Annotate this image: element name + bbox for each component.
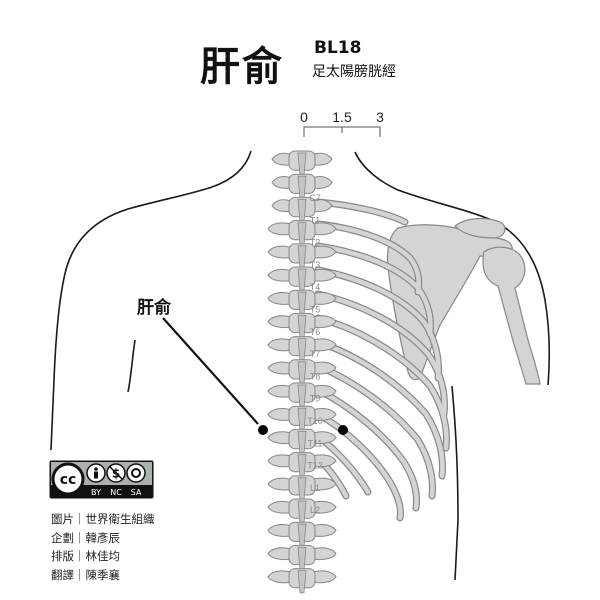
cc-icon — [51, 462, 85, 496]
vertebra-label: T9 — [310, 394, 321, 404]
credit-separator: ｜ — [74, 530, 86, 545]
vertebra — [267, 289, 337, 315]
acupoint-left — [258, 425, 268, 435]
vertebra — [267, 266, 337, 292]
vertebra — [267, 359, 337, 385]
vertebra — [267, 312, 337, 338]
vertebra-label: T6 — [310, 327, 321, 337]
credit-name: 林佳均 — [85, 549, 121, 563]
vertebra-label: T5 — [310, 305, 321, 315]
page-title: 肝俞 — [200, 44, 284, 90]
vertebra — [267, 521, 337, 547]
vertebra — [267, 475, 337, 501]
point-code: BL18 — [314, 38, 362, 58]
vertebra — [267, 452, 337, 478]
vertebra-label: T7 — [310, 349, 321, 359]
scale-tick-1-5: 1.5 — [332, 109, 352, 125]
vertebra-label: T10 — [307, 416, 323, 426]
humerus — [482, 246, 541, 385]
credit-role: 排版 — [51, 549, 74, 563]
vertebra — [267, 336, 337, 362]
body-outline — [50, 150, 551, 581]
credit-row: 圖片｜世界衛生組織 — [51, 510, 155, 529]
sa-icon — [126, 463, 146, 483]
credit-role: 企劃 — [51, 530, 74, 545]
vertebra — [267, 382, 337, 408]
vertebra-label: T12 — [307, 461, 323, 471]
vertebra-label: T8 — [310, 371, 321, 381]
vertebra — [267, 220, 337, 246]
credit-name: 韓彥辰 — [85, 530, 121, 545]
cc-text: cc — [60, 472, 77, 488]
vertebra — [267, 544, 337, 570]
credit-row: 排版｜林佳均 — [51, 547, 155, 566]
credit-name: 世界衛生組織 — [85, 512, 155, 526]
cc-license-badge: cc $ BY NC SA — [49, 460, 154, 499]
credit-role: 翻譯 — [51, 567, 74, 582]
credit-row: 企劃｜韓彥辰 — [51, 529, 155, 548]
vertebra — [271, 173, 333, 199]
vertebra-label: L2 — [310, 505, 320, 515]
credit-role: 圖片 — [51, 512, 74, 526]
credit-separator: ｜ — [74, 512, 86, 526]
credit-separator: ｜ — [74, 567, 86, 582]
vertebra-label: T1 — [310, 215, 321, 225]
scale-tick-0: 0 — [300, 109, 308, 125]
scale-bar — [303, 126, 381, 137]
credit-separator: ｜ — [74, 549, 86, 563]
leader-line — [162, 317, 259, 425]
vertebra — [271, 196, 333, 222]
vertebra-label: C7 — [309, 193, 321, 203]
vertebra — [267, 405, 337, 431]
nc-text: NC — [110, 488, 122, 497]
vertebra-label: T11 — [308, 438, 323, 448]
scale-tick-3: 3 — [376, 109, 384, 125]
vertebra-label: T2 — [310, 238, 321, 248]
credit-row: 翻譯｜陳季襄 — [51, 566, 155, 585]
credit-name: 陳季襄 — [85, 567, 121, 582]
spine — [267, 150, 337, 594]
meridian-name: 足太陽膀胱經 — [312, 64, 396, 80]
by-text: BY — [91, 488, 101, 497]
sa-text: SA — [131, 488, 142, 497]
vertebra — [267, 568, 337, 594]
vertebra-label: L1 — [310, 483, 320, 493]
vertebra-label: T3 — [310, 260, 321, 270]
vertebra — [267, 428, 337, 454]
vertebra — [271, 150, 333, 176]
credits: 圖片｜世界衛生組織 企劃｜韓彥辰 排版｜林佳均 翻譯｜陳季襄 — [51, 510, 155, 584]
scapula — [386, 217, 513, 381]
vertebra — [267, 243, 337, 269]
vertebra — [267, 498, 337, 524]
vertebra-label: T4 — [310, 282, 321, 292]
acupoint-right — [338, 425, 348, 435]
point-label: 肝俞 — [137, 298, 171, 318]
